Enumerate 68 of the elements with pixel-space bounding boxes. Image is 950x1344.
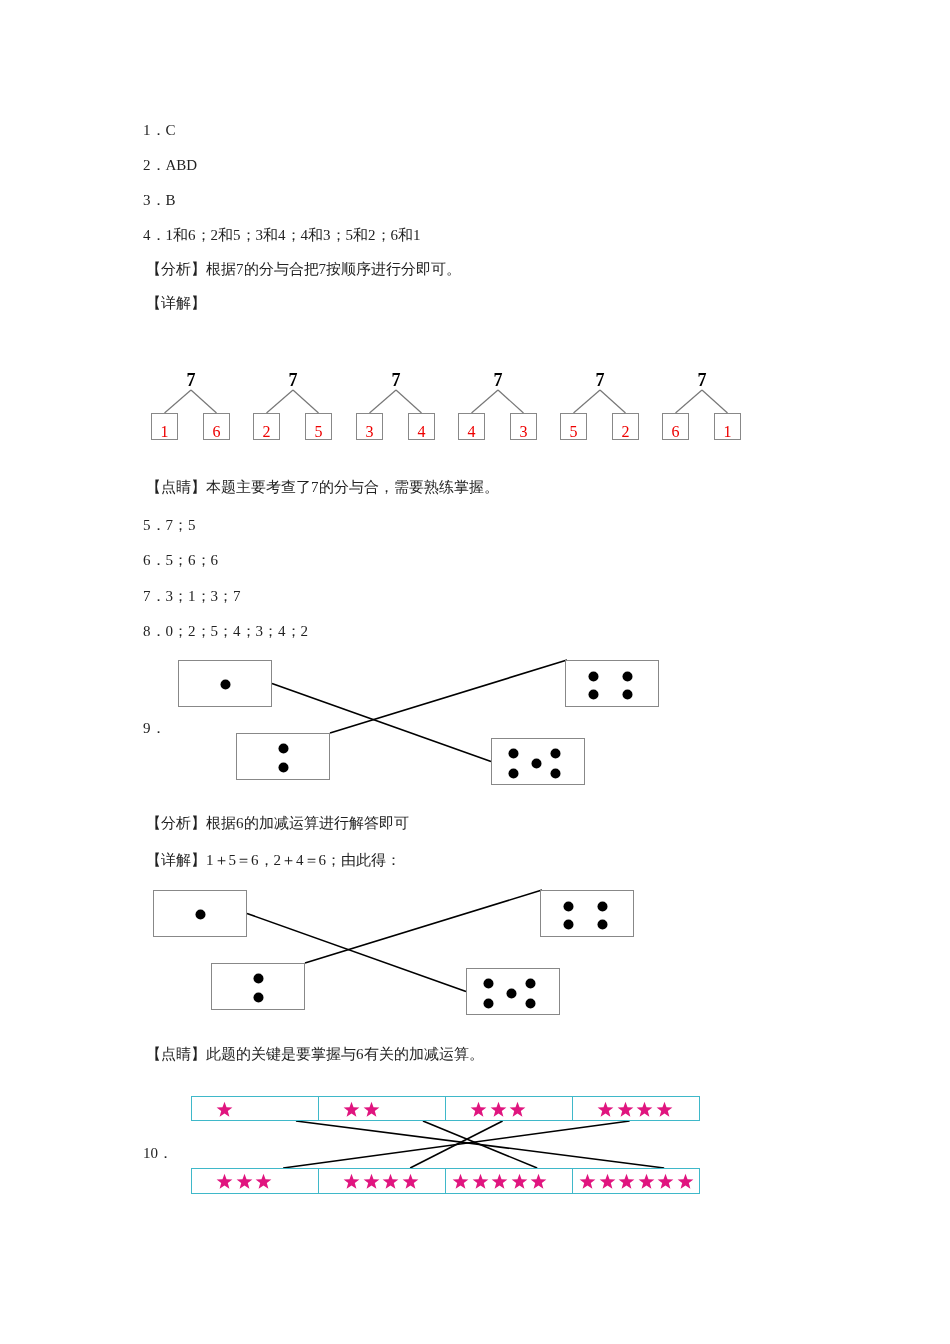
number-box: 5: [560, 413, 587, 440]
number-box: 1: [714, 413, 741, 440]
dot-card: [178, 660, 272, 707]
answer-note: 【点睛】此题的关键是要掌握与6有关的加减运算。: [146, 1045, 484, 1063]
dot-card: [466, 968, 560, 1015]
number-box: 1: [151, 413, 178, 440]
dot-card: [211, 963, 305, 1010]
connecting-line: [292, 389, 320, 414]
dot-card: [236, 733, 330, 780]
connecting-line: [329, 659, 568, 734]
answer-line: 1．C: [143, 121, 176, 139]
connecting-line: [246, 912, 467, 993]
answer-line: 5．7；5: [143, 516, 196, 534]
dot-card: [540, 890, 634, 937]
number-box: 4: [458, 413, 485, 440]
connecting-line: [674, 389, 703, 414]
connecting-line: [368, 389, 397, 414]
answer-note: 8．0；2；5；4；3；4；2: [143, 622, 308, 640]
total-number: 7: [489, 370, 507, 390]
answer-note: 4．1和6；2和5；3和4；4和3；5和2；6和1: [143, 226, 421, 244]
total-number: 7: [693, 370, 711, 390]
answer-line: 7．3；1；3；7: [143, 587, 241, 605]
connecting-line: [599, 389, 627, 414]
answer-line: 6．5；6；6: [143, 551, 218, 569]
number-box: 2: [612, 413, 639, 440]
total-number: 7: [591, 370, 609, 390]
total-number: 7: [182, 370, 200, 390]
dot-card: [153, 890, 247, 937]
connecting-line: [265, 389, 294, 414]
number-box: 2: [253, 413, 280, 440]
answer-cell: [191, 1168, 319, 1194]
number-box: 6: [662, 413, 689, 440]
connecting-line: [409, 1120, 504, 1169]
number-box: 4: [408, 413, 435, 440]
answer-line: 10．: [143, 1144, 173, 1162]
answer-cell: [572, 1096, 700, 1121]
number-box: 3: [356, 413, 383, 440]
answer-line: 【详解】: [146, 294, 206, 312]
connecting-line: [271, 682, 492, 763]
total-number: 7: [284, 370, 302, 390]
number-box: 5: [305, 413, 332, 440]
answer-note: 【分析】根据7的分与合把7按顺序进行分即可。: [146, 260, 461, 278]
connecting-line: [497, 389, 525, 414]
answer-cell: [318, 1168, 446, 1194]
answer-note: 【点睛】本题主要考查了7的分与合，需要熟练掌握。: [146, 478, 499, 496]
answer-line: 3．B: [143, 191, 176, 209]
connecting-line: [190, 389, 218, 414]
answer-cell: [445, 1168, 573, 1194]
total-number: 7: [387, 370, 405, 390]
answer-cell: [191, 1096, 319, 1121]
connecting-line: [701, 389, 729, 414]
dot-card: [491, 738, 585, 785]
answer-line: 2．ABD: [143, 156, 198, 174]
connecting-line: [304, 889, 543, 964]
answer-note: 【分析】根据6的加减运算进行解答即可: [146, 814, 409, 832]
answer-line: 9．: [143, 719, 166, 737]
answer-cell: [318, 1096, 446, 1121]
connecting-line: [422, 1120, 538, 1169]
answer-cell: [445, 1096, 573, 1121]
dot-card: [565, 660, 659, 707]
answer-cell: [572, 1168, 700, 1194]
connecting-line: [395, 389, 423, 414]
connecting-line: [163, 389, 192, 414]
connecting-line: [470, 389, 499, 414]
answer-note: 【详解】1＋5＝6，2＋4＝6；由此得：: [146, 851, 401, 869]
number-box: 3: [510, 413, 537, 440]
connecting-line: [572, 389, 601, 414]
number-box: 6: [203, 413, 230, 440]
